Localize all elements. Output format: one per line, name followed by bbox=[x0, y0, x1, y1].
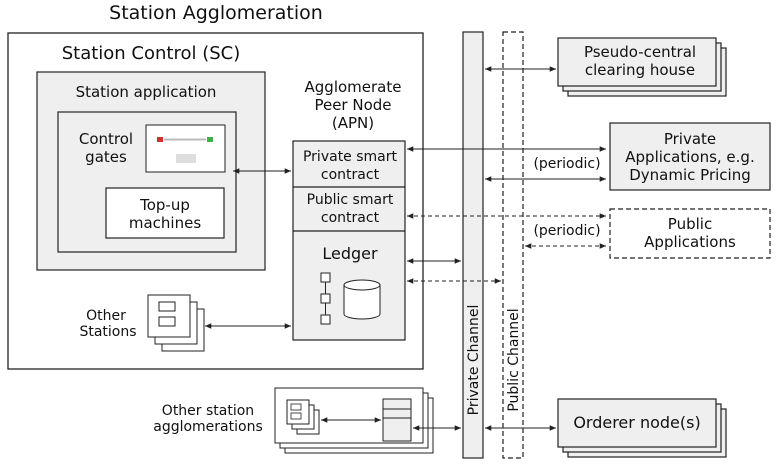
apn-title-3: (APN) bbox=[332, 114, 374, 132]
clearing-house-stack bbox=[557, 37, 727, 97]
private-apps-label-2: Applications, e.g. bbox=[625, 148, 754, 166]
private-channel-bar bbox=[462, 31, 484, 459]
other-agglomerations-label-1: Other station bbox=[162, 403, 254, 419]
periodic-label-private: (periodic) bbox=[533, 156, 600, 172]
private-contract-label-1: Private smart bbox=[303, 149, 398, 165]
public-contract-label-2: contract bbox=[321, 210, 380, 226]
private-apps-label-1: Private bbox=[664, 130, 716, 148]
diagram-title: Station Agglomeration bbox=[109, 2, 323, 24]
other-stations-label-2: Stations bbox=[79, 324, 136, 340]
database-icon bbox=[343, 279, 381, 320]
clearing-house-label-2: clearing house bbox=[585, 61, 695, 79]
control-gates-label-2: gates bbox=[85, 148, 127, 166]
blockchain-icon bbox=[320, 272, 331, 325]
station-control-title: Station Control (SC) bbox=[62, 43, 241, 64]
other-agglomerations-icon bbox=[274, 387, 434, 454]
orderer-stack bbox=[557, 398, 727, 458]
public-channel-bar bbox=[502, 31, 524, 459]
private-apps-box bbox=[609, 122, 771, 191]
apn-title-2: Peer Node bbox=[314, 96, 391, 114]
periodic-label-public: (periodic) bbox=[533, 223, 600, 239]
orderer-label: Orderer node(s) bbox=[573, 413, 700, 432]
apn-title-1: Agglomerate bbox=[305, 78, 402, 96]
topup-label-2: machines bbox=[129, 214, 201, 232]
public-apps-label-1: Public bbox=[668, 215, 712, 233]
other-agglomerations-label-2: agglomerations bbox=[153, 419, 263, 435]
public-contract-label-1: Public smart bbox=[307, 192, 394, 208]
control-gates-label-1: Control bbox=[79, 130, 133, 148]
public-channel-label: Public Channel bbox=[506, 308, 522, 411]
private-contract-label-2: contract bbox=[321, 167, 380, 183]
clearing-house-label-1: Pseudo-central bbox=[584, 43, 696, 61]
other-stations-label-1: Other bbox=[86, 308, 126, 324]
private-apps-label-3: Dynamic Pricing bbox=[629, 166, 750, 184]
other-stations-icon bbox=[147, 294, 205, 352]
station-application-title: Station application bbox=[76, 83, 217, 101]
gate-icon bbox=[145, 124, 226, 173]
ledger-label: Ledger bbox=[322, 244, 378, 263]
private-channel-label: Private Channel bbox=[466, 305, 482, 416]
topup-machines-box bbox=[105, 187, 225, 239]
public-apps-box bbox=[609, 208, 771, 259]
public-apps-label-2: Applications bbox=[644, 233, 736, 251]
topup-label-1: Top-up bbox=[139, 196, 190, 214]
